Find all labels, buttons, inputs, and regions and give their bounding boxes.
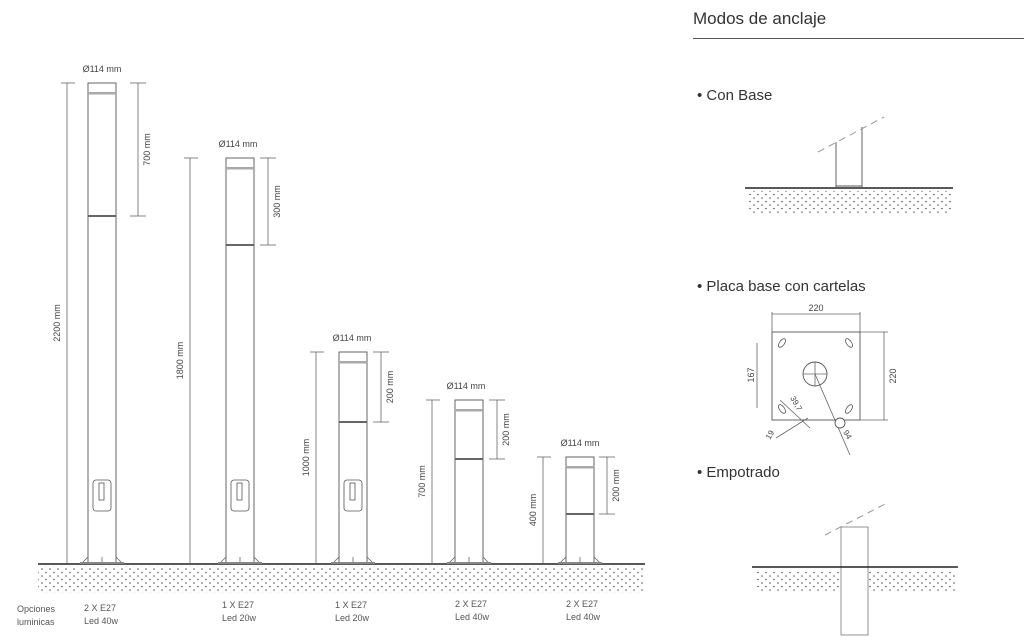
light-option-line1: 1 X E27 (222, 600, 255, 610)
head-height-label: 300 mm (272, 185, 282, 218)
lamp-post-3: Ø114 mm 1000 mm 200 mm (301, 333, 395, 564)
light-option-line1: 2 X E27 (455, 599, 488, 609)
plate-width-label: 220 (808, 303, 823, 313)
empotrado-drawing (752, 501, 958, 636)
height-label: 1000 mm (301, 439, 311, 477)
title-divider (693, 38, 1024, 39)
head-band (339, 421, 367, 423)
edge-label: 19 (764, 428, 777, 441)
light-option-line1: 2 X E27 (84, 603, 117, 613)
light-options-line2: luminicas (17, 617, 55, 627)
con-base-heading: • Con Base (697, 87, 773, 104)
post-body (338, 351, 368, 564)
lamp-post-2: Ø114 mm 1800 mm 300 mm (175, 139, 282, 564)
access-door (343, 479, 363, 512)
height-label: 2200 mm (52, 304, 62, 342)
post-cap-band (226, 167, 254, 170)
lamp-post-1: Ø114 mm 2200 mm 700 mm (52, 64, 152, 564)
light-option-line1: 1 X E27 (335, 600, 368, 610)
light-option-line2: Led 40w (455, 612, 490, 622)
diameter-label: Ø114 mm (561, 438, 600, 448)
head-height-label: 200 mm (501, 413, 511, 446)
light-option-line2: Led 40w (566, 612, 601, 622)
plate-offset-label: 167 (746, 367, 756, 382)
post-cap-band (339, 361, 367, 364)
access-door (92, 479, 112, 512)
post-cap-band (566, 466, 594, 469)
placa-heading: • Placa base con cartelas (697, 278, 866, 295)
post-body (225, 157, 255, 564)
diameter-label: Ø114 mm (219, 139, 258, 149)
head-band (455, 458, 483, 460)
lamp-post-4: Ø114 mm 700 mm 200 mm (417, 381, 511, 564)
light-option-line2: Led 40w (84, 616, 119, 626)
head-band (566, 513, 594, 515)
height-label: 700 mm (417, 465, 427, 498)
base-plate-drawing: 220 220 167 39,7 19 94 (746, 303, 898, 456)
post-body (565, 456, 595, 564)
post-cap-band (455, 409, 483, 412)
post-body (454, 399, 484, 564)
empotrado-heading: • Empotrado (697, 464, 780, 481)
head-band (226, 244, 254, 246)
head-height-label: 700 mm (142, 133, 152, 166)
plate-height-label: 220 (888, 368, 898, 383)
light-options-label: Opciones luminicas (17, 603, 55, 629)
ground (38, 563, 645, 593)
light-option-line2: Led 20w (222, 613, 257, 623)
access-door (230, 479, 250, 512)
light-options-line1: Opciones (17, 604, 56, 614)
lamp-post-5: Ø114 mm 400 mm 200 mm (528, 438, 621, 564)
diameter-label: Ø114 mm (83, 64, 122, 74)
post-cap-band (88, 92, 116, 95)
head-height-label: 200 mm (385, 371, 395, 404)
head-band (88, 215, 116, 217)
diameter-label: Ø114 mm (447, 381, 486, 391)
light-option-line1: 2 X E27 (566, 599, 599, 609)
con-base-drawing (745, 116, 953, 213)
head-height-label: 200 mm (611, 469, 621, 502)
anchoring-title: Modos de anclaje (693, 9, 827, 28)
diameter-label: Ø114 mm (333, 333, 372, 343)
height-label: 400 mm (528, 494, 538, 527)
height-label: 1800 mm (175, 342, 185, 380)
light-option-line2: Led 20w (335, 613, 370, 623)
post-body (87, 82, 117, 564)
